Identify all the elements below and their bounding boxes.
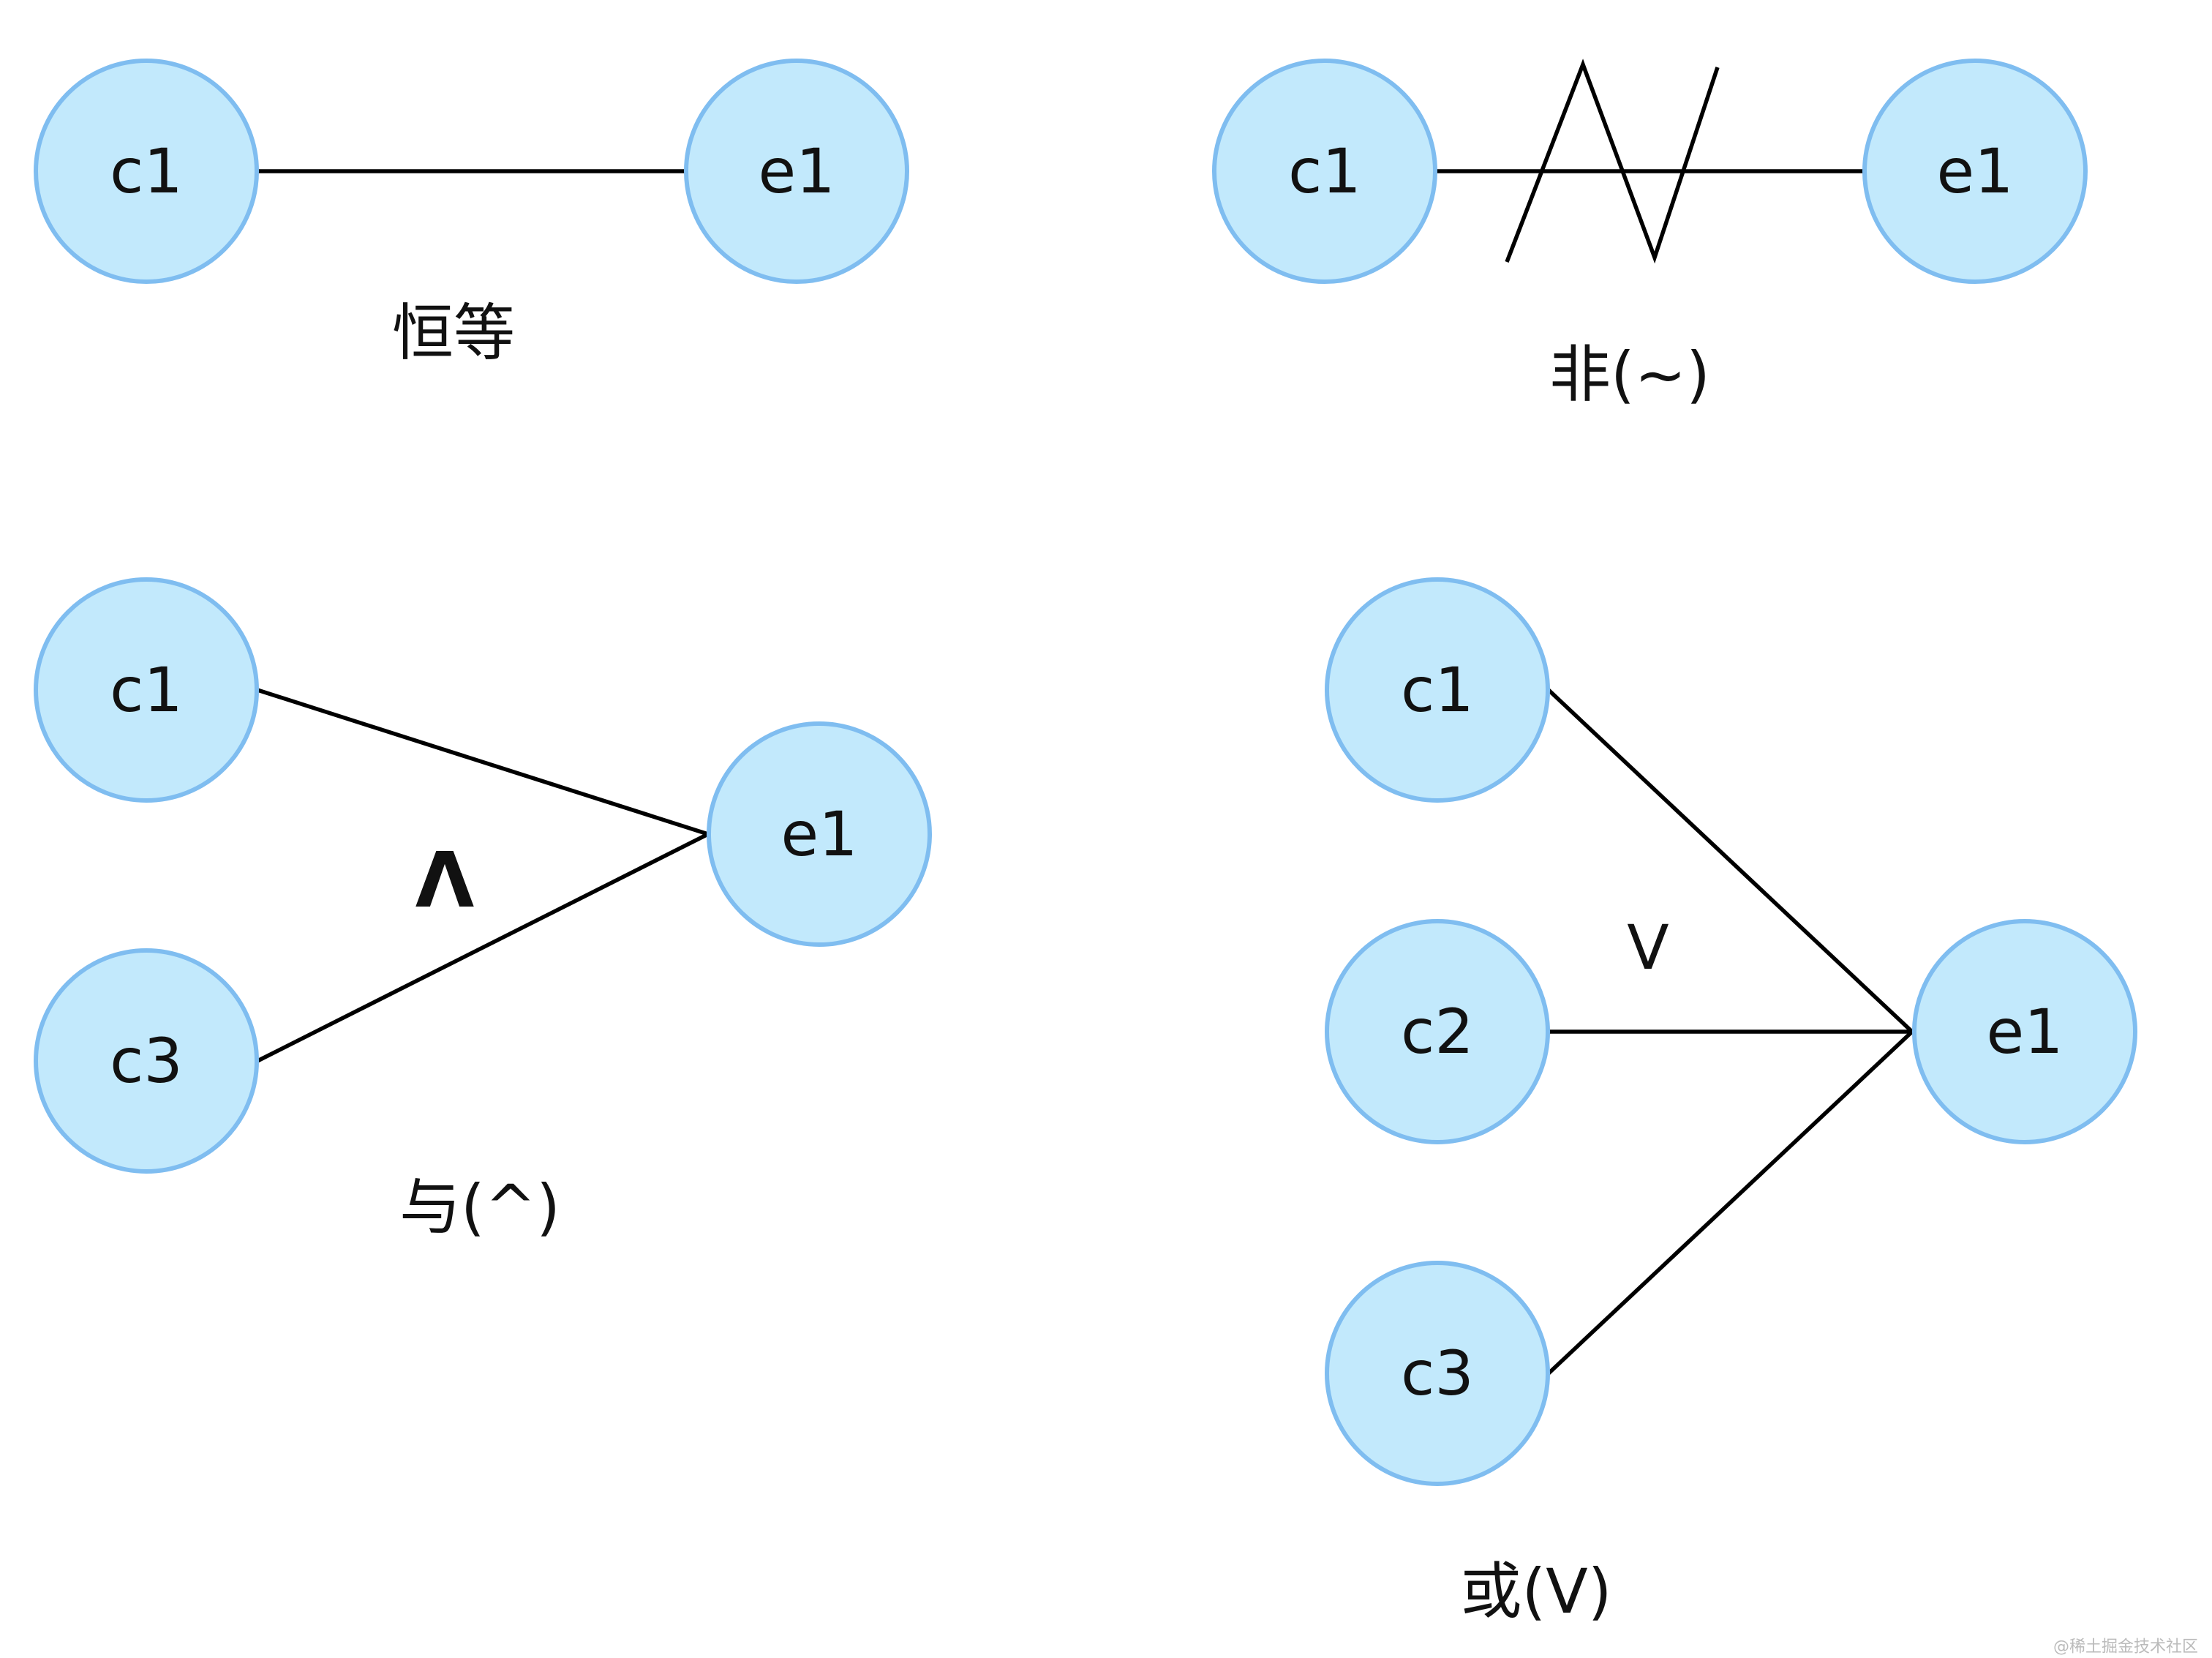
identity-node-c1-label: c1 bbox=[110, 135, 183, 207]
and-node-e1-circle bbox=[707, 721, 932, 947]
or-node-e1: e1 bbox=[1912, 919, 2137, 1144]
or-node-e1-label: e1 bbox=[1986, 996, 2063, 1068]
and-node-c3: c3 bbox=[34, 948, 259, 1174]
or-edge-c1 bbox=[1547, 688, 1914, 1034]
or-node-c3-label: c3 bbox=[1401, 1338, 1474, 1409]
not-node-c1: c1 bbox=[1212, 59, 1437, 284]
and-edge-c1 bbox=[257, 688, 709, 836]
identity-caption: 恒等 bbox=[392, 297, 515, 369]
and-node-c1-circle bbox=[34, 577, 259, 803]
or-node-c1-circle bbox=[1325, 577, 1550, 803]
or-node-c1: c1 bbox=[1325, 577, 1550, 803]
and-node-c3-label: c3 bbox=[110, 1025, 183, 1097]
or-node-c3: c3 bbox=[1325, 1261, 1550, 1486]
and-node-c3-circle bbox=[34, 948, 259, 1174]
not-caption: 非(~) bbox=[1549, 339, 1710, 410]
or-edge-c3 bbox=[1547, 1029, 1914, 1376]
or-diagram: c1 c2 c3 e1 V 或(V) bbox=[1325, 577, 2137, 1627]
or-caption: 或(V) bbox=[1460, 1556, 1611, 1627]
identity-node-e1: e1 bbox=[684, 59, 909, 284]
and-node-e1-label: e1 bbox=[780, 798, 857, 870]
identity-node-c1-circle bbox=[34, 59, 259, 284]
not-node-c1-label: c1 bbox=[1288, 135, 1361, 207]
and-diagram: c1 c3 e1 Λ 与(^) bbox=[34, 577, 932, 1243]
or-node-c1-label: c1 bbox=[1401, 654, 1474, 726]
or-symbol: V bbox=[1627, 912, 1669, 983]
or-node-c2: c2 bbox=[1325, 919, 1550, 1144]
not-diagram: c1 e1 非(~) bbox=[1212, 59, 2088, 410]
or-node-c2-label: c2 bbox=[1401, 996, 1474, 1068]
or-node-c3-circle bbox=[1325, 1261, 1550, 1486]
watermark-text: @稀土掘金技术社区 bbox=[2053, 1638, 2198, 1657]
identity-node-c1: c1 bbox=[34, 59, 259, 284]
not-node-c1-circle bbox=[1212, 59, 1437, 284]
or-node-e1-circle bbox=[1912, 919, 2137, 1144]
not-node-e1-circle bbox=[1862, 59, 2088, 284]
not-node-e1: e1 bbox=[1862, 59, 2088, 284]
not-node-e1-label: e1 bbox=[1936, 135, 2013, 207]
and-node-e1: e1 bbox=[707, 721, 932, 947]
and-caption: 与(^) bbox=[399, 1171, 560, 1243]
and-edge-c3 bbox=[256, 832, 710, 1063]
or-node-c2-circle bbox=[1325, 919, 1550, 1144]
and-node-c1: c1 bbox=[34, 577, 259, 803]
identity-node-e1-circle bbox=[684, 59, 909, 284]
and-node-c1-label: c1 bbox=[110, 654, 183, 726]
identity-diagram: c1 e1 恒等 bbox=[34, 59, 909, 369]
identity-node-e1-label: e1 bbox=[758, 135, 835, 207]
not-negation-mark bbox=[1505, 59, 1720, 264]
and-symbol: Λ bbox=[415, 836, 475, 925]
